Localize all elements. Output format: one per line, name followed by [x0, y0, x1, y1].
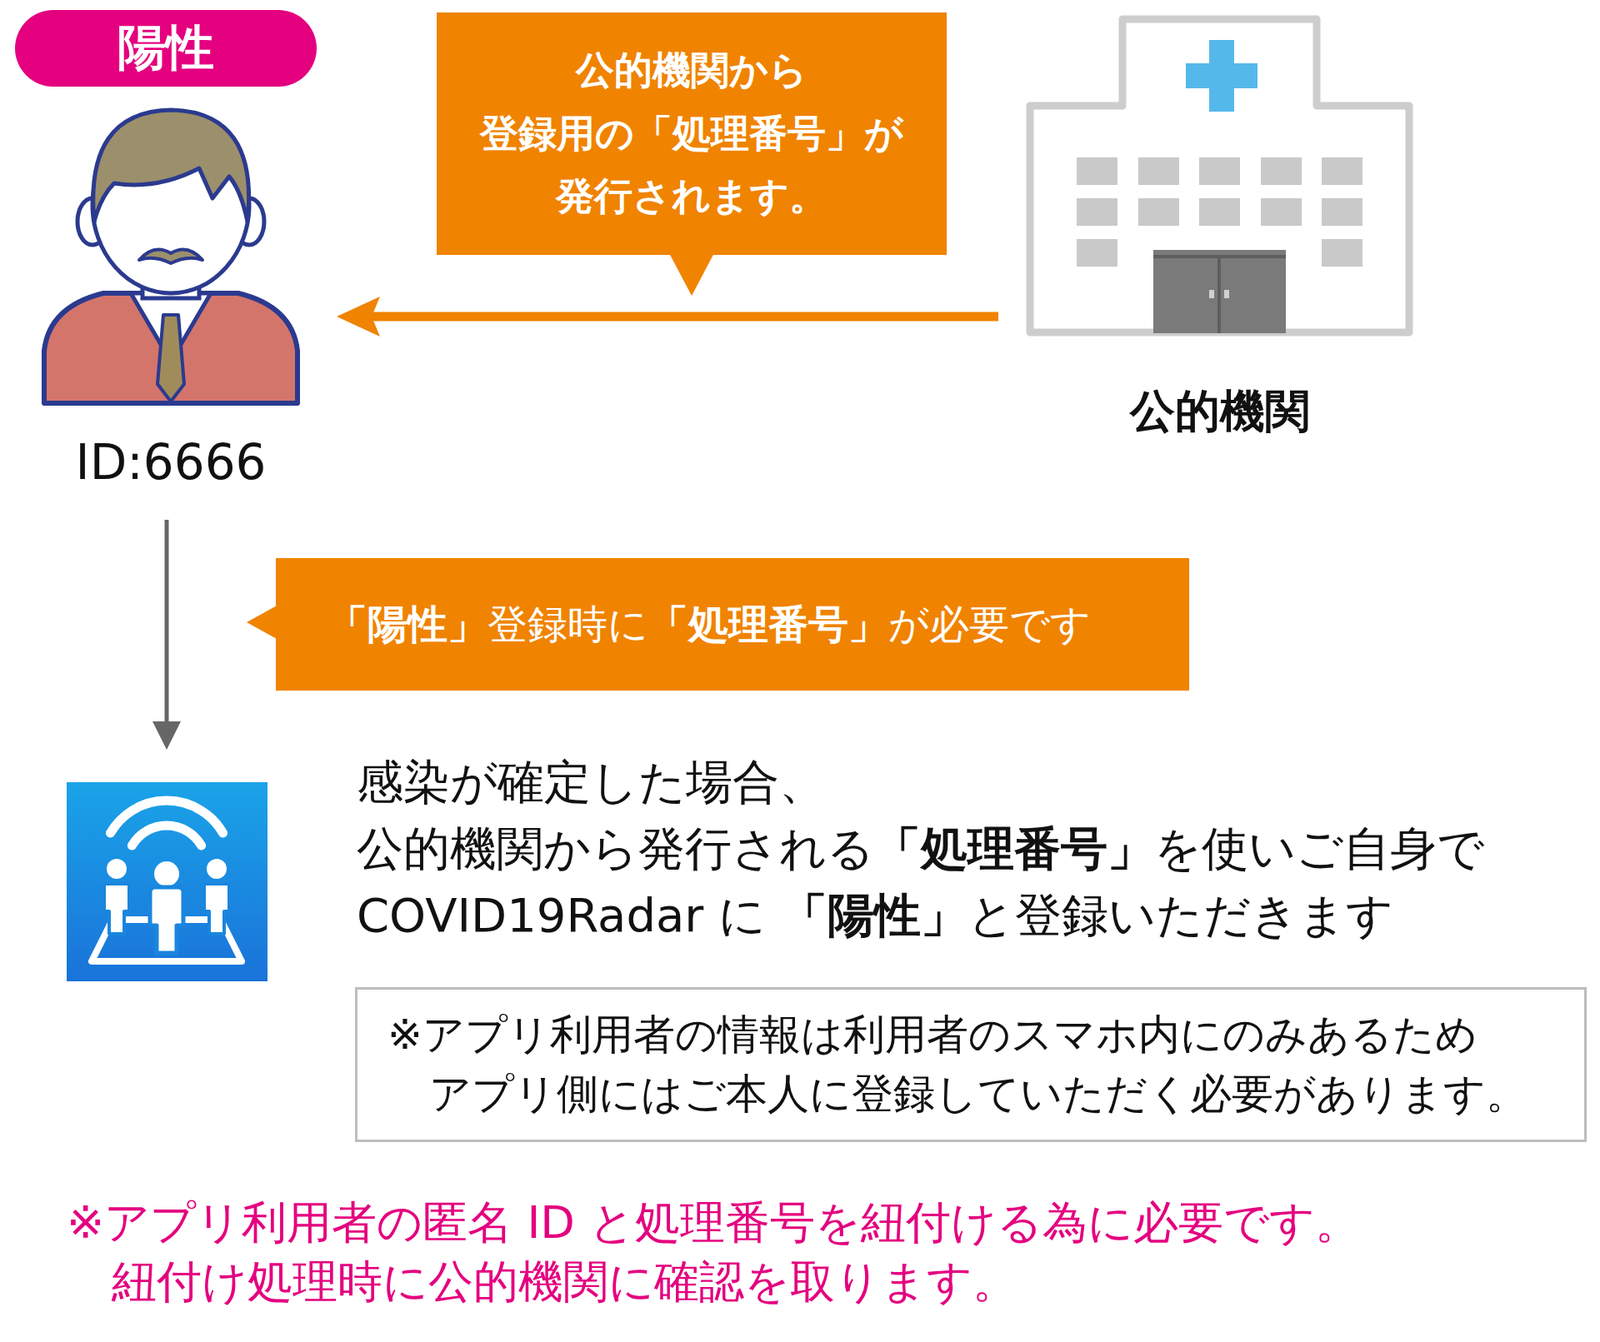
window: [1321, 157, 1363, 185]
emphasis: 「陽性」: [327, 600, 488, 648]
callout-tail: [668, 251, 715, 296]
door-handle: [1224, 290, 1230, 299]
window: [1199, 157, 1240, 185]
person-body: [104, 884, 130, 935]
note-box: ※アプリ利用者の情報は利用者のスマホ内にのみあるため アプリ側にはご本人に登録し…: [355, 987, 1587, 1143]
hospital-building: 公的機関: [1025, 15, 1414, 337]
hospital-building-text: 公的機関: [1025, 385, 1414, 440]
app-icon-text: 感染が確定した場合、 公的機関から発行される「処理番号」を使いご自身で COVI…: [356, 749, 1485, 950]
connector-line: [165, 520, 170, 722]
window: [1076, 157, 1118, 185]
mustache: [139, 250, 203, 265]
door-handle: [1209, 290, 1215, 299]
door-line: [1217, 256, 1221, 334]
emphasis: 「陽性」: [780, 888, 968, 943]
callout-box-text: 公的機関から 登録用の「処理番号」が 発行されます。: [480, 39, 904, 230]
callout-box: 「陽性」登録時に「処理番号」が必要です: [275, 558, 1190, 691]
window: [1199, 198, 1240, 226]
app-tile: [66, 782, 268, 982]
person-head: [154, 861, 180, 887]
status-pill-text: 陽性: [117, 19, 215, 78]
window: [1260, 157, 1302, 185]
window: [1138, 198, 1180, 226]
status-pill: 陽性: [15, 10, 317, 87]
person-body: [204, 884, 230, 935]
arrow-head: [336, 296, 380, 337]
window: [1138, 157, 1180, 185]
person-head: [106, 859, 127, 880]
callout-tail: [246, 605, 279, 640]
emphasis: 「処理番号」: [648, 600, 889, 648]
note-box-text: ※アプリ利用者の情報は利用者のスマホ内にのみあるため アプリ側にはご本人に登録し…: [387, 1005, 1528, 1125]
person-figure-text: ID:6666: [40, 434, 301, 493]
tie: [157, 315, 185, 402]
callout-box: 公的機関から 登録用の「処理番号」が 発行されます。: [436, 12, 947, 255]
connector-line: [371, 312, 999, 322]
connector-arrow: [152, 520, 181, 750]
door: [1153, 250, 1286, 334]
window: [1076, 239, 1118, 267]
person-head: [206, 859, 227, 880]
person-figure: ID:6666: [40, 96, 301, 500]
hair: [93, 110, 250, 222]
emphasis: 「処理番号」: [874, 821, 1155, 876]
person-body: [150, 887, 184, 954]
callout-box-text: 「陽性」登録時に「処理番号」が必要です: [327, 600, 1091, 650]
signal-arc: [131, 825, 201, 846]
hospital-illustration: [1030, 19, 1410, 334]
window: [1076, 198, 1118, 226]
connector-arrow: [336, 296, 999, 337]
window: [1260, 198, 1302, 226]
window: [1321, 239, 1363, 267]
cross: [1185, 63, 1258, 89]
person-illustration: [44, 110, 298, 404]
app-icon: 感染が確定した場合、 公的機関から発行される「処理番号」を使いご自身で COVI…: [66, 782, 268, 982]
app-icon-illustration: [66, 782, 268, 982]
building-outline: [1030, 19, 1410, 333]
footnote: ※アプリ利用者の匿名 ID と処理番号を紐付ける為に必要です。 紐付け処理時に公…: [66, 1193, 1360, 1313]
window: [1321, 198, 1363, 226]
suit-body: [44, 293, 298, 404]
arrow-head: [152, 721, 181, 750]
